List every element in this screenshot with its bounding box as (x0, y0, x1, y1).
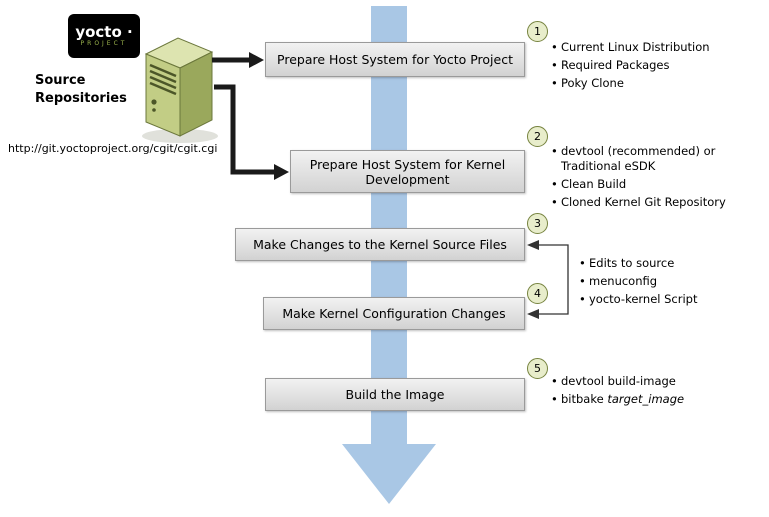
step-badge-2: 2 (527, 126, 548, 147)
step-box-5: Build the Image (265, 378, 525, 411)
connector-source-to-step1 (212, 52, 264, 68)
bullet-item: bitbake target_image (549, 392, 754, 407)
bullet-item: yocto-kernel Script (577, 292, 747, 307)
bullet-item: Clean Build (549, 177, 749, 192)
yocto-logo-title: yocto · (75, 23, 133, 41)
yocto-logo: yocto · PROJECT (68, 14, 140, 58)
source-repositories-label: Source Repositories (35, 73, 127, 106)
step-box-2: Prepare Host System for Kernel Developme… (290, 150, 525, 193)
server-icon (142, 37, 218, 143)
step-badge-4: 4 (527, 283, 548, 304)
bullet-item: menuconfig (577, 274, 747, 289)
step-2-bullets: devtool (recommended) or Traditional eSD… (549, 144, 749, 213)
step-box-3: Make Changes to the Kernel Source Files (235, 228, 525, 261)
bullet-text-italic: target_image (607, 392, 685, 406)
yocto-logo-subtitle: PROJECT (80, 40, 128, 47)
step-badge-1: 1 (527, 21, 548, 42)
bullet-item: devtool (recommended) or Traditional eSD… (549, 144, 749, 174)
step-box-4: Make Kernel Configuration Changes (263, 297, 525, 330)
bullet-item: Poky Clone (549, 76, 764, 91)
bullet-item: Required Packages (549, 58, 764, 73)
step-1-bullets: Current Linux Distribution Required Pack… (549, 40, 764, 94)
bullet-text: bitbake (561, 392, 608, 406)
step-badge-5: 5 (527, 358, 548, 379)
bullet-item: Current Linux Distribution (549, 40, 764, 55)
connector-source-to-step2 (214, 84, 289, 180)
connector-steps-3-4-bracket (527, 240, 569, 319)
bullet-item: Cloned Kernel Git Repository (549, 195, 749, 210)
step-5-bullets: devtool build-image bitbake target_image (549, 374, 754, 410)
bullet-item: devtool build-image (549, 374, 754, 389)
step-box-1: Prepare Host System for Yocto Project (265, 42, 525, 77)
source-repositories-url: http://git.yoctoproject.org/cgit/cgit.cg… (8, 142, 218, 155)
step-badge-3: 3 (527, 213, 548, 234)
steps-3-4-shared-bullets: Edits to source menuconfig yocto-kernel … (577, 256, 747, 310)
bullet-item: Edits to source (577, 256, 747, 271)
